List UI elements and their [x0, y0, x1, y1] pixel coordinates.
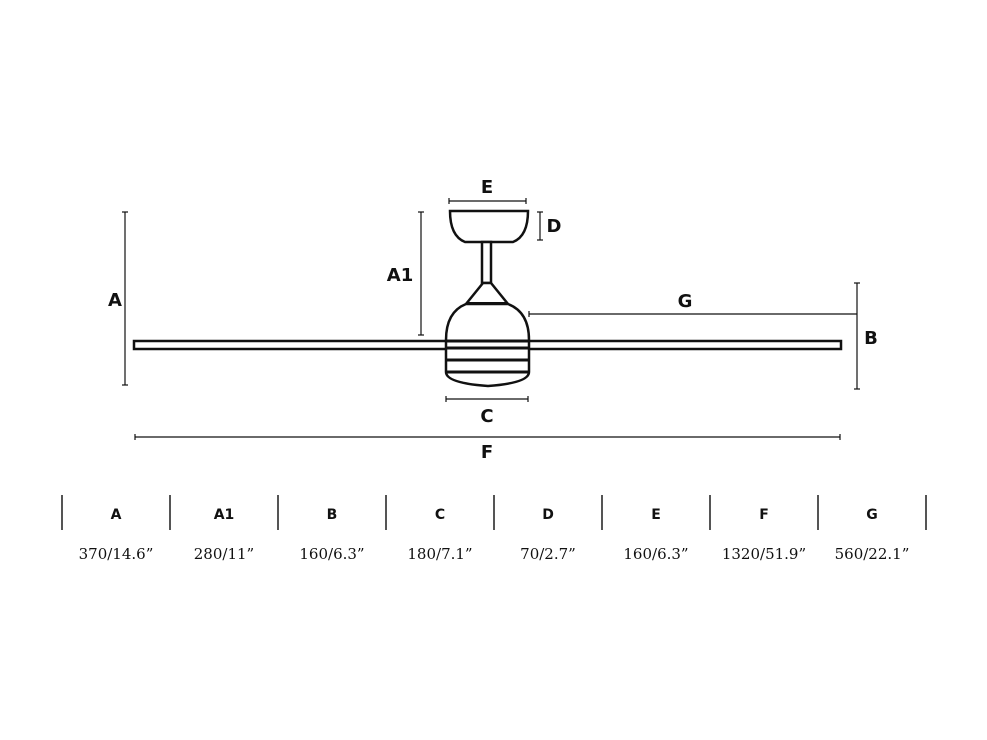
motor-housing: [444, 302, 531, 388]
table-header: G: [866, 507, 878, 523]
dim-label-a1: A1: [387, 265, 413, 286]
table-header: A1: [214, 507, 235, 523]
dimension-lines: [122, 198, 860, 440]
canopy: [448, 209, 530, 244]
table-header: B: [327, 507, 338, 523]
table-value: 180/7.1”: [407, 545, 472, 563]
dim-label-e: E: [481, 177, 493, 198]
dimensions-table: A 370/14.6” A1 280/11” B 160/6.3” C 180/7.1” D 70…: [61, 495, 927, 563]
dim-label-c: C: [480, 406, 493, 427]
dim-label-a: A: [108, 290, 122, 311]
fan-drawing: [132, 209, 843, 388]
table-value: 280/11”: [194, 545, 254, 563]
table-value: 370/14.6”: [79, 545, 154, 563]
table-header: E: [651, 507, 661, 523]
motor-cone: [463, 281, 511, 306]
dim-label-f: F: [481, 442, 493, 463]
table-value: 160/6.3”: [299, 545, 364, 563]
table-value: 70/2.7”: [520, 545, 576, 563]
table-header: A: [111, 507, 122, 523]
table-header: C: [435, 507, 445, 523]
downrod: [480, 240, 493, 285]
table-header: F: [759, 507, 769, 523]
dim-label-b: B: [864, 328, 878, 349]
dim-label-d: D: [547, 216, 562, 237]
table-value: 1320/51.9”: [722, 545, 806, 563]
table-value: 560/22.1”: [835, 545, 910, 563]
table-value: 160/6.3”: [623, 545, 688, 563]
table-header: D: [542, 507, 554, 523]
dim-label-g: G: [678, 291, 693, 312]
